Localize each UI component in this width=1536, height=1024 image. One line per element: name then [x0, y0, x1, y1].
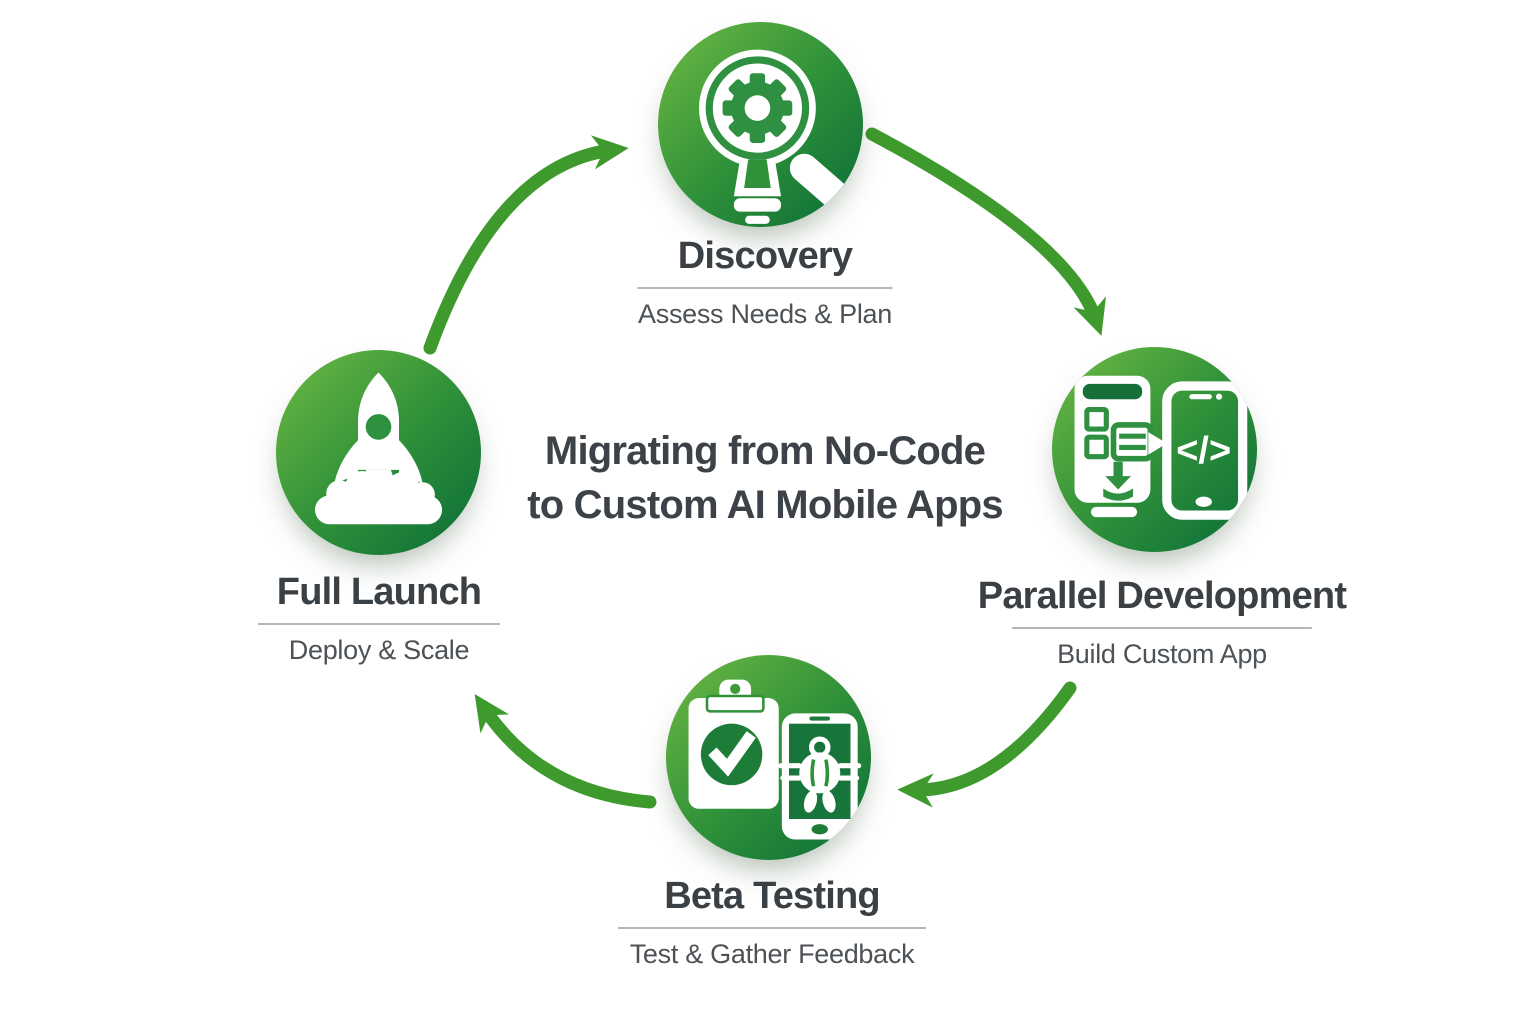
- arrow-beta-testing-to-full-launch: [474, 694, 657, 809]
- code-phone-glyph: </>: [1162, 381, 1248, 520]
- stage-parallel-development-circle: </>: [1052, 347, 1257, 552]
- stage-full-launch-label: Full Launch Deploy & Scale: [258, 570, 500, 667]
- stage-beta-testing-label: Beta Testing Test & Gather Feedback: [618, 874, 926, 971]
- label-divider: [1011, 627, 1312, 629]
- stage-title: Full Launch: [276, 571, 482, 613]
- stage-subtitle: Test & Gather Feedback: [629, 939, 915, 969]
- diagram-title-line1: Migrating from No-Code: [544, 429, 986, 473]
- label-divider: [258, 623, 500, 625]
- stage-subtitle: Build Custom App: [1057, 639, 1267, 669]
- stage-parallel-development-label: Parallel Development Build Custom App: [977, 574, 1347, 671]
- arrow-full-launch-to-discovery: [423, 135, 629, 355]
- stage-subtitle: Deploy & Scale: [288, 635, 470, 665]
- stage-beta-testing-circle: [666, 655, 871, 860]
- label-divider: [618, 927, 926, 929]
- stage-discovery-label: Discovery Assess Needs & Plan: [637, 234, 893, 331]
- stage-full-launch-circle: [276, 350, 481, 555]
- launch-clouds-glyph: [314, 470, 443, 525]
- stage-discovery-circle: [658, 22, 863, 227]
- clipboard-check-glyph: [688, 679, 779, 809]
- stage-subtitle: Assess Needs & Plan: [638, 299, 892, 329]
- download-arrow-glyph: [1103, 461, 1133, 501]
- arrow-discovery-to-parallel-development: [865, 127, 1106, 336]
- no-code-phone-glyph: [1074, 375, 1167, 518]
- stage-title: Discovery: [677, 235, 853, 277]
- magnifier-gear-bulb-icon: [699, 49, 848, 224]
- stage-title: Beta Testing: [664, 875, 880, 917]
- bug-phone-glyph: [778, 713, 862, 840]
- diagram-title: Migrating from No-Code to Custom AI Mobi…: [527, 424, 1003, 532]
- bug-glyph: [778, 736, 862, 813]
- magnifier-handle: [789, 153, 848, 209]
- stage-title: Parallel Development: [977, 575, 1347, 617]
- diagram-title-line2: to Custom AI Mobile Apps: [527, 483, 1003, 527]
- phones-code-icon: </>: [1074, 375, 1248, 520]
- arrow-parallel-development-to-beta-testing: [897, 681, 1077, 808]
- label-divider: [637, 287, 893, 289]
- clipboard-check-bug-icon: [688, 679, 862, 840]
- code-glyph-text: </>: [1176, 430, 1231, 472]
- rocket-launch-icon: [314, 372, 443, 525]
